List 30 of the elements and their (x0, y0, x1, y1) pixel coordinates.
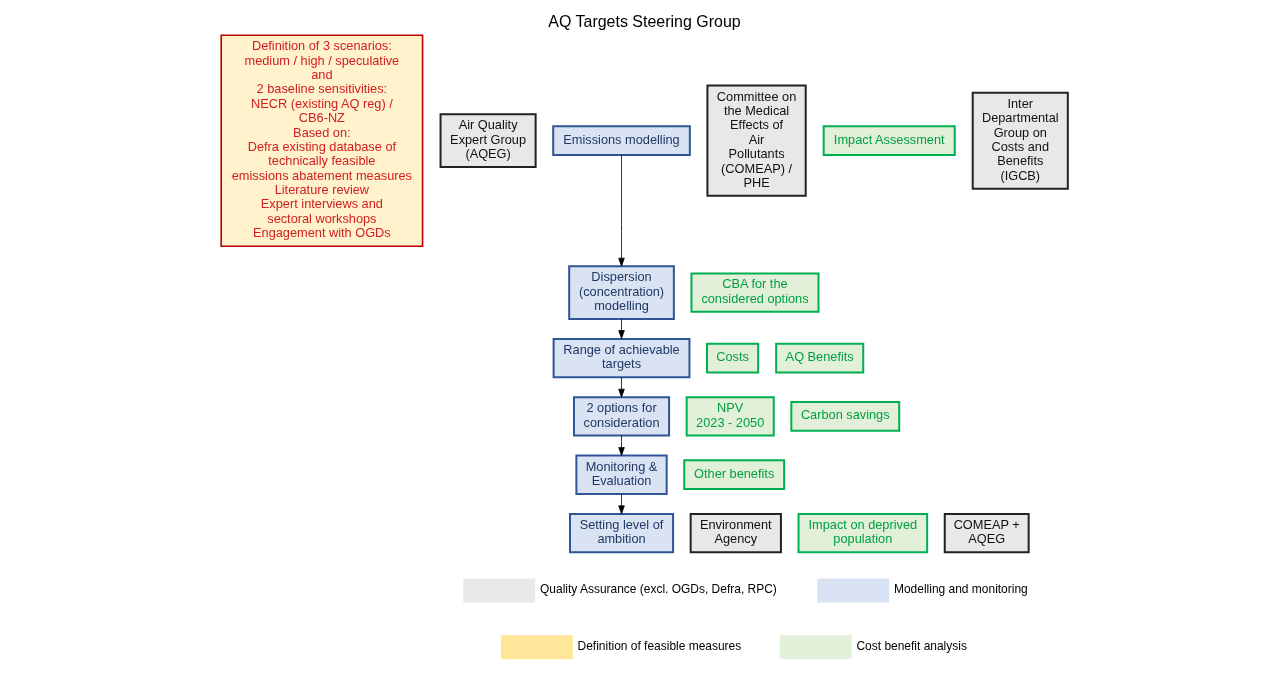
node-box: COMEAP + AQEG (943, 512, 1030, 554)
arrow (617, 318, 625, 339)
node-box: Costs (705, 342, 759, 374)
node-box: Setting level of ambition (568, 512, 674, 554)
diagram-title: AQ Targets Steering Group (547, 13, 741, 31)
node-box: 2 options for consideration (572, 396, 670, 437)
node-box: NPV 2023 - 2050 (685, 396, 775, 437)
node-box: CBA for the considered options (689, 272, 819, 313)
arrow (617, 435, 625, 456)
node-box: Dispersion (concentration) modelling (567, 265, 675, 320)
node-box: Impact on deprived population (797, 512, 928, 554)
node-box: Air Quality Expert Group (AQEG) (439, 113, 537, 169)
node-box: Carbon savings (789, 401, 900, 432)
node-box: Emissions modelling (551, 125, 691, 157)
legend-label: Modelling and monitoring (893, 582, 1028, 597)
legend-label: Cost benefit analysis (855, 639, 967, 654)
node-box: Committee on the Medical Effects of Air Pollutants (COMEAP) / PHE (705, 84, 807, 197)
node-box: Range of achievable targets (552, 337, 690, 379)
legend-label: Definition of feasible measures (577, 639, 741, 654)
node-box: Other benefits (682, 459, 785, 491)
arrow (617, 154, 625, 267)
node-box: Monitoring & Evaluation (574, 454, 668, 495)
legend-label: Quality Assurance (excl. OGDs, Defra, RPC) (539, 582, 777, 597)
node-box: Inter Departmental Group on Costs and Benefits (IGCB) (971, 91, 1069, 190)
arrow (617, 377, 625, 398)
arrow (617, 493, 625, 515)
node-box: Definition of 3 scenarios: medium / high / speculative and 2 baseline sensitivities: NECR (existing AQ reg) / CB6-NZ Based on: Defra existing database of technically feasible emissions abatement measures Literature review Expert interviews and sectoral workshops Engagement with OGDs (219, 34, 423, 247)
node-box: Impact Assessment (822, 125, 956, 157)
node-box: AQ Benefits (774, 342, 864, 374)
node-box: Environment Agency (689, 512, 782, 554)
